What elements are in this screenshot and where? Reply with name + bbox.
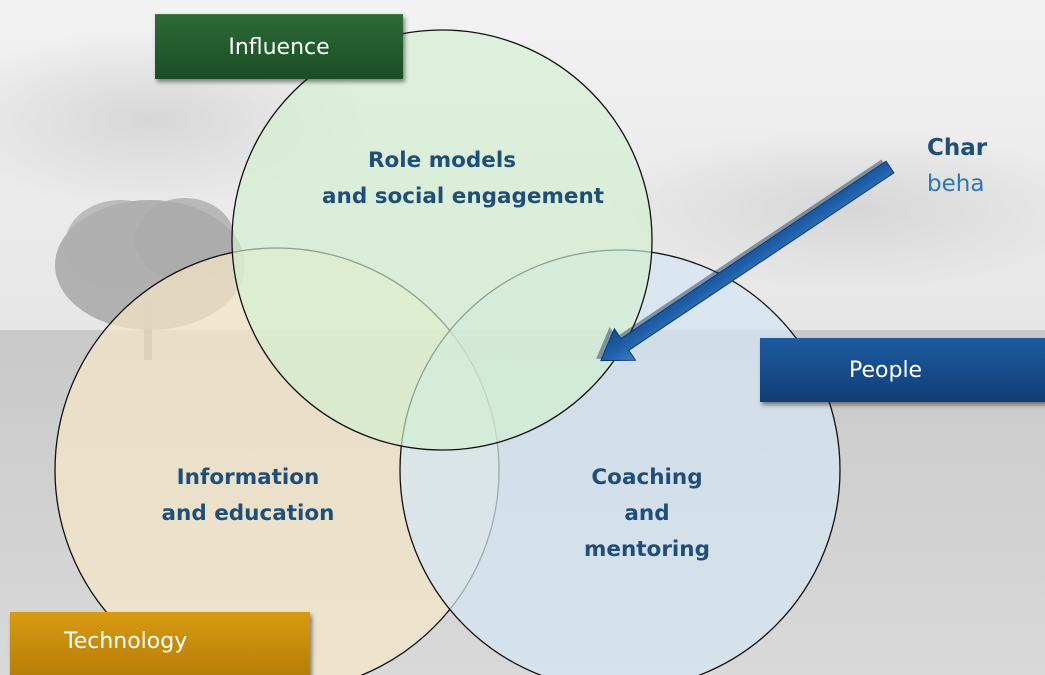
coaching-line1: Coaching (591, 465, 703, 490)
technology-tag-label: Technology (64, 628, 188, 654)
role-models-line1: Role models (367, 148, 517, 173)
influence-tag-label: Influence (228, 34, 330, 60)
callout-line1: Char (927, 135, 988, 161)
influence-tag: Influence (155, 14, 403, 79)
information-line1: Information (176, 465, 320, 490)
role-models-circle (231, 29, 653, 451)
people-tag-label: People (849, 357, 923, 383)
coaching-line3: mentoring (583, 537, 710, 562)
role-models-label: Role models and social engagement (322, 143, 605, 215)
callout-text: Char beha (927, 130, 987, 202)
information-label: Information and education (128, 460, 368, 532)
coaching-line2: and (624, 501, 670, 526)
technology-tag: Technology (10, 612, 310, 675)
people-tag: People (760, 338, 1045, 402)
coaching-label: Coaching and mentoring (547, 460, 747, 568)
callout-line2: beha (927, 171, 985, 197)
role-models-line2: and social engagement (322, 184, 605, 209)
arrow-icon (596, 159, 895, 362)
information-line2: and education (161, 501, 335, 526)
